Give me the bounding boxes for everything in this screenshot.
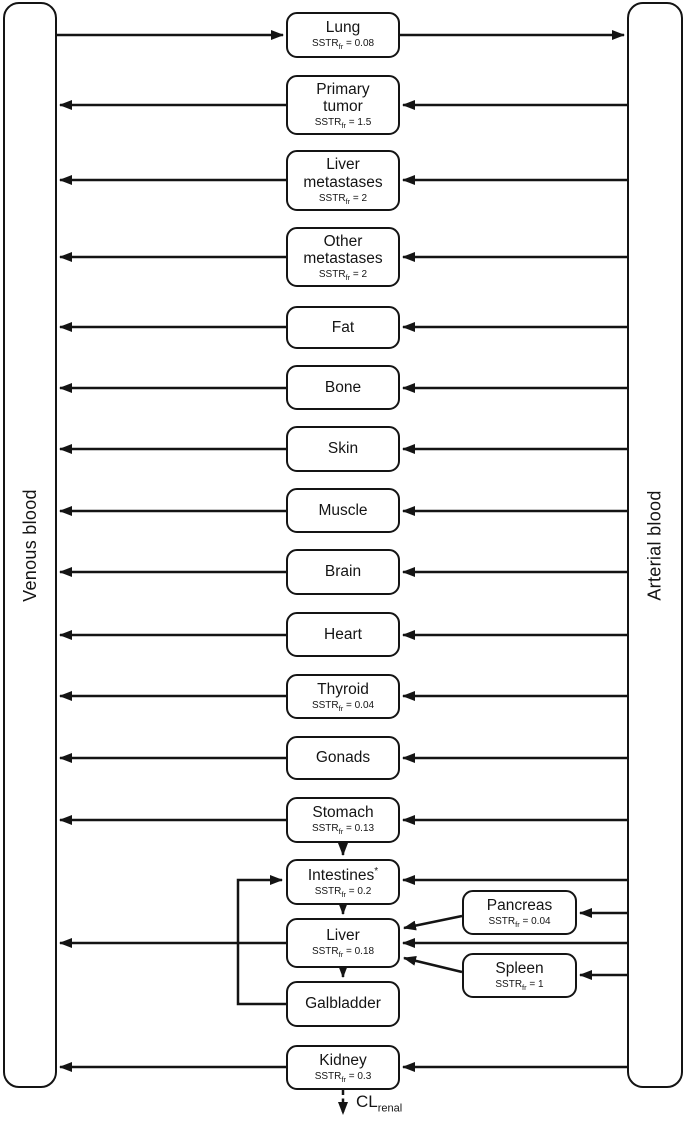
stomach-sstr-value: SSTRfr = 0.13 — [311, 823, 375, 837]
bone-label: Bone — [324, 378, 362, 396]
lung-sstr-value: SSTRfr = 0.08 — [311, 38, 375, 52]
skin-box: Skin — [286, 426, 400, 472]
liver-label: Liver — [326, 927, 360, 945]
kidney-label: Kidney — [319, 1051, 367, 1069]
venous-blood-compartment: Venous blood — [3, 2, 57, 1088]
stomach-label: Stomach — [312, 804, 374, 822]
arterial-blood-compartment: Arterial blood — [627, 2, 683, 1088]
brain-label: Brain — [324, 563, 362, 581]
liver-sstr-value: SSTRfr = 0.18 — [311, 946, 375, 960]
fat-label: Fat — [331, 318, 355, 336]
spleen-label: Spleen — [495, 959, 544, 977]
thyroid-label: Thyroid — [317, 680, 369, 698]
thyroid-sstr-value: SSTRfr = 0.04 — [311, 699, 375, 713]
liver-box: Liver SSTRfr = 0.18 — [286, 918, 400, 968]
primary-tumor-label: Primary tumor — [316, 80, 370, 116]
liver-metastases-sstr-value: SSTRfr = 2 — [318, 192, 368, 206]
galbladder-label: Galbladder — [305, 995, 381, 1013]
cl-renal-label: CLrenal — [356, 1092, 403, 1115]
heart-box: Heart — [286, 612, 400, 657]
arterial-blood-label: Arterial blood — [644, 489, 665, 601]
liver-metastases-label: Liver metastases — [303, 156, 383, 191]
intestines-label: Intestines* — [307, 865, 379, 884]
bone-box: Bone — [286, 365, 400, 410]
spleen-box: Spleen SSTRfr = 1 — [462, 953, 577, 998]
liver-metastases-box: Liver metastases SSTRfr = 2 — [286, 150, 400, 211]
galbladder-box: Galbladder — [286, 981, 400, 1027]
lung-box: Lung SSTRfr = 0.08 — [286, 12, 400, 58]
intestines-sstr-value: SSTRfr = 0.2 — [314, 885, 372, 899]
pancreas-box: Pancreas SSTRfr = 0.04 — [462, 890, 577, 935]
other-metastases-box: Other metastases SSTRfr = 2 — [286, 227, 400, 287]
heart-label: Heart — [324, 625, 362, 643]
pancreas-sstr-value: SSTRfr = 0.04 — [488, 915, 551, 929]
muscle-box: Muscle — [286, 488, 400, 533]
kidney-sstr-value: SSTRfr = 0.3 — [314, 1070, 372, 1084]
gonads-box: Gonads — [286, 736, 400, 780]
lung-label: Lung — [325, 19, 361, 37]
gonads-label: Gonads — [315, 749, 371, 767]
muscle-label: Muscle — [318, 501, 368, 519]
other-metastases-label: Other metastases — [303, 232, 383, 268]
thyroid-box: Thyroid SSTRfr = 0.04 — [286, 674, 400, 719]
fat-box: Fat — [286, 306, 400, 349]
brain-box: Brain — [286, 549, 400, 595]
skin-label: Skin — [327, 440, 359, 458]
primary-tumor-sstr-value: SSTRfr = 1.5 — [314, 117, 372, 130]
kidney-box: Kidney SSTRfr = 0.3 — [286, 1045, 400, 1090]
intestines-box: Intestines* SSTRfr = 0.2 — [286, 859, 400, 905]
venous-blood-label: Venous blood — [19, 488, 40, 602]
other-metastases-sstr-value: SSTRfr = 2 — [318, 269, 368, 282]
primary-tumor-box: Primary tumor SSTRfr = 1.5 — [286, 75, 400, 135]
pancreas-label: Pancreas — [486, 896, 553, 914]
spleen-sstr-value: SSTRfr = 1 — [495, 978, 544, 992]
stomach-box: Stomach SSTRfr = 0.13 — [286, 797, 400, 843]
